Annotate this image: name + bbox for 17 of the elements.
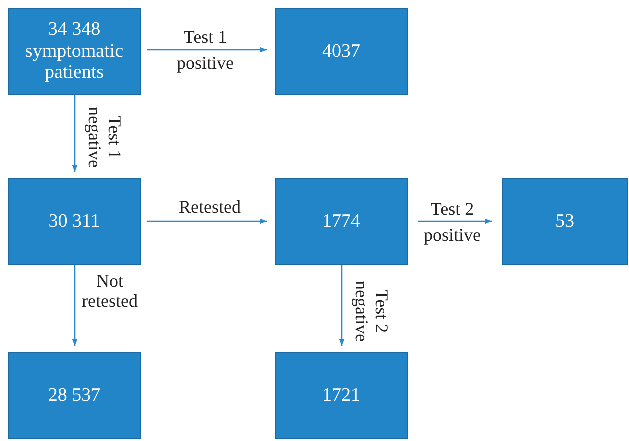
count-box: 1721 [275, 352, 408, 439]
count-box: 1774 [275, 178, 408, 265]
edge-label: Test 2 positive [423, 198, 482, 247]
edge-label: Test 1 negative [84, 106, 124, 170]
count-box: 53 [502, 178, 628, 265]
edge-label: Test 2 negative [351, 280, 391, 344]
count-box: 28 537 [8, 352, 141, 439]
count-box: 4037 [275, 8, 408, 95]
arrow [147, 218, 267, 224]
count-box: 34 348 symptomatic patients [8, 8, 141, 95]
arrow [147, 47, 267, 53]
edge-label: Test 1 positive [176, 26, 235, 75]
arrow [339, 265, 345, 346]
count-box: 30 311 [8, 178, 141, 265]
arrow [72, 95, 78, 172]
arrow [72, 265, 78, 346]
arrow [418, 218, 492, 224]
